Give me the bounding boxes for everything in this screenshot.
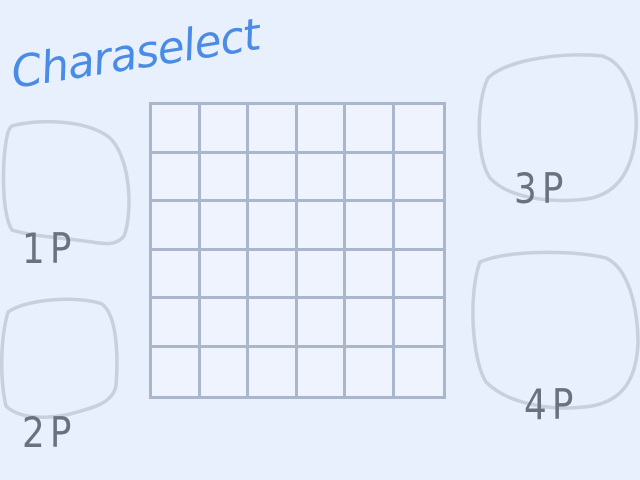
character-cell[interactable] — [201, 347, 249, 396]
character-cell[interactable] — [200, 299, 249, 348]
portrait-outline-2p — [0, 297, 119, 420]
player-label-3p: 3P — [514, 164, 569, 213]
character-cell[interactable] — [200, 202, 249, 251]
character-cell[interactable] — [152, 299, 201, 348]
character-cell[interactable] — [249, 202, 298, 251]
character-cell[interactable] — [297, 105, 346, 154]
character-cell[interactable] — [152, 347, 201, 396]
screen-title: Charaselect — [8, 9, 266, 99]
player-slot-2p[interactable]: 2P — [0, 296, 140, 476]
player-slot-3p[interactable]: 3P — [474, 50, 640, 230]
character-cell[interactable] — [200, 250, 249, 299]
character-cell[interactable] — [395, 348, 444, 397]
portrait-outline-4p — [471, 250, 640, 410]
character-cell[interactable] — [298, 347, 346, 396]
character-cell[interactable] — [346, 299, 395, 348]
character-grid — [149, 102, 446, 399]
character-cell[interactable] — [346, 202, 395, 251]
character-cell[interactable] — [394, 105, 443, 154]
player-slot-1p[interactable]: 1P — [0, 118, 140, 288]
character-cell[interactable] — [152, 250, 201, 299]
character-cell[interactable] — [152, 105, 201, 154]
character-cell[interactable] — [249, 347, 298, 396]
character-cell[interactable] — [297, 299, 346, 348]
character-cell[interactable] — [394, 251, 443, 299]
character-cell[interactable] — [249, 105, 298, 154]
screen-title-text: Charaselect — [8, 9, 266, 99]
character-cell[interactable] — [297, 153, 346, 202]
character-cell[interactable] — [200, 153, 249, 202]
character-cell[interactable] — [200, 105, 249, 154]
character-cell[interactable] — [297, 202, 346, 251]
character-cell[interactable] — [249, 250, 298, 299]
player-label-4p: 4P — [524, 380, 579, 429]
player-label-2p: 2P — [22, 408, 77, 457]
character-cell[interactable] — [394, 299, 443, 348]
portrait-outline-1p — [1, 119, 131, 246]
character-cell[interactable] — [346, 105, 395, 154]
character-cell[interactable] — [152, 202, 201, 251]
character-cell[interactable] — [394, 154, 443, 202]
player-label-1p: 1P — [22, 224, 77, 273]
character-cell[interactable] — [249, 299, 298, 348]
portrait-outline-3p — [477, 53, 638, 203]
character-cell[interactable] — [346, 153, 395, 202]
character-cell[interactable] — [346, 250, 395, 299]
character-cell[interactable] — [152, 153, 201, 202]
character-cell[interactable] — [249, 153, 298, 202]
character-cell[interactable] — [346, 347, 395, 396]
character-cell[interactable] — [297, 250, 346, 299]
character-cell[interactable] — [394, 202, 443, 251]
player-slot-4p[interactable]: 4P — [468, 250, 640, 450]
